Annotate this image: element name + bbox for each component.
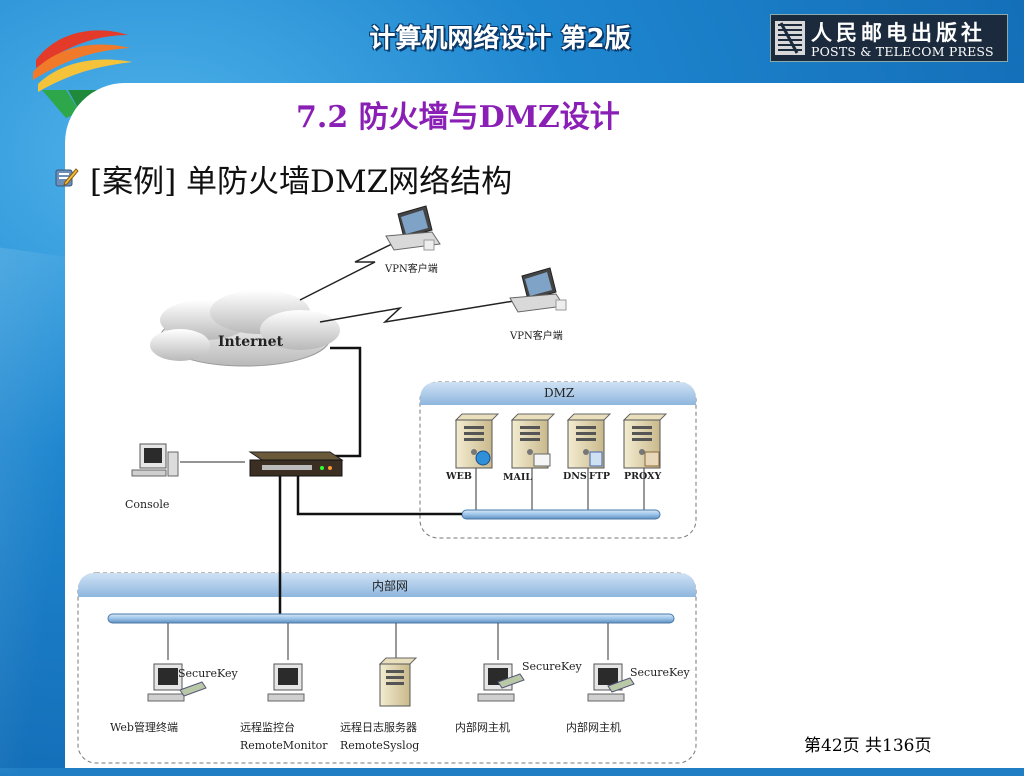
- internet-label: Internet: [218, 334, 284, 350]
- dmz-server-label: FTP: [589, 471, 610, 482]
- internal-node-label: 远程日志服务器: [340, 721, 417, 734]
- school-logo-icon: [33, 30, 132, 118]
- internal-bus: [107, 613, 675, 624]
- computer-icon: [147, 663, 185, 702]
- publisher-name-en: POSTS & TELECOM PRESS: [811, 44, 994, 59]
- document-icon: [589, 451, 603, 467]
- vpn-link-1: [299, 239, 401, 301]
- firewall-device-icon: [248, 451, 344, 477]
- laptop-icon: [509, 267, 567, 313]
- internal-node-label: 远程监控台: [240, 720, 295, 734]
- proxy-icon: [644, 451, 660, 467]
- securekey-icon: [179, 681, 207, 697]
- publisher-mark-icon: [775, 21, 805, 55]
- vpn-link-2: [319, 299, 521, 324]
- vpn-client-label-1: VPN客户端: [384, 262, 438, 275]
- vpn-client-label-2: VPN客户端: [509, 329, 563, 342]
- book-title: 计算机网络设计 第2版: [369, 24, 631, 54]
- dmz-server-label: PROXY: [624, 471, 662, 482]
- internal-node-sublabel: RemoteMonitor: [240, 739, 328, 752]
- server-icon: [566, 413, 612, 469]
- internal-node-label: Web管理终端: [110, 720, 178, 734]
- securekey-label: SecureKey: [630, 666, 690, 679]
- section-title: 7.2 防火墙与DMZ设计: [296, 100, 620, 135]
- dmz-server-label: MAIL: [503, 472, 532, 483]
- console-computer-icon: [131, 443, 179, 477]
- internal-node-label: 内部网主机: [455, 720, 510, 734]
- envelope-icon: [533, 453, 551, 467]
- page-indicator: 第42页 共136页: [804, 736, 932, 756]
- dmz-server-label: WEB: [445, 471, 472, 482]
- securekey-icon: [497, 673, 525, 689]
- firewall-dmz-link: [296, 476, 462, 516]
- internal-network-label: 内部网: [372, 578, 408, 593]
- securekey-label: SecureKey: [522, 660, 582, 673]
- console-label: Console: [125, 498, 169, 511]
- securekey-label: SecureKey: [178, 667, 238, 680]
- internal-node-label: 内部网主机: [566, 720, 621, 734]
- internet-firewall-link: [320, 346, 362, 458]
- publisher-name-cn: 人民邮电出版社: [811, 20, 986, 45]
- internal-node-sublabel: RemoteSyslog: [340, 739, 419, 752]
- dmz-label: DMZ: [544, 386, 574, 400]
- server-icon: [378, 657, 418, 707]
- case-heading: [案例] 单防火墙DMZ网络结构: [90, 164, 513, 200]
- dmz-server-label: DNS: [563, 471, 587, 482]
- computer-icon: [267, 663, 305, 702]
- dmz-bus: [461, 509, 661, 520]
- globe-icon: [475, 450, 491, 466]
- pencil-note-icon: [55, 168, 79, 187]
- internet-cloud-icon: [150, 290, 340, 367]
- publisher-logo: 人民邮电出版社 POSTS & TELECOM PRESS: [770, 14, 1008, 62]
- securekey-icon: [607, 677, 635, 693]
- laptop-icon: [385, 205, 441, 251]
- server-icon: [622, 413, 668, 469]
